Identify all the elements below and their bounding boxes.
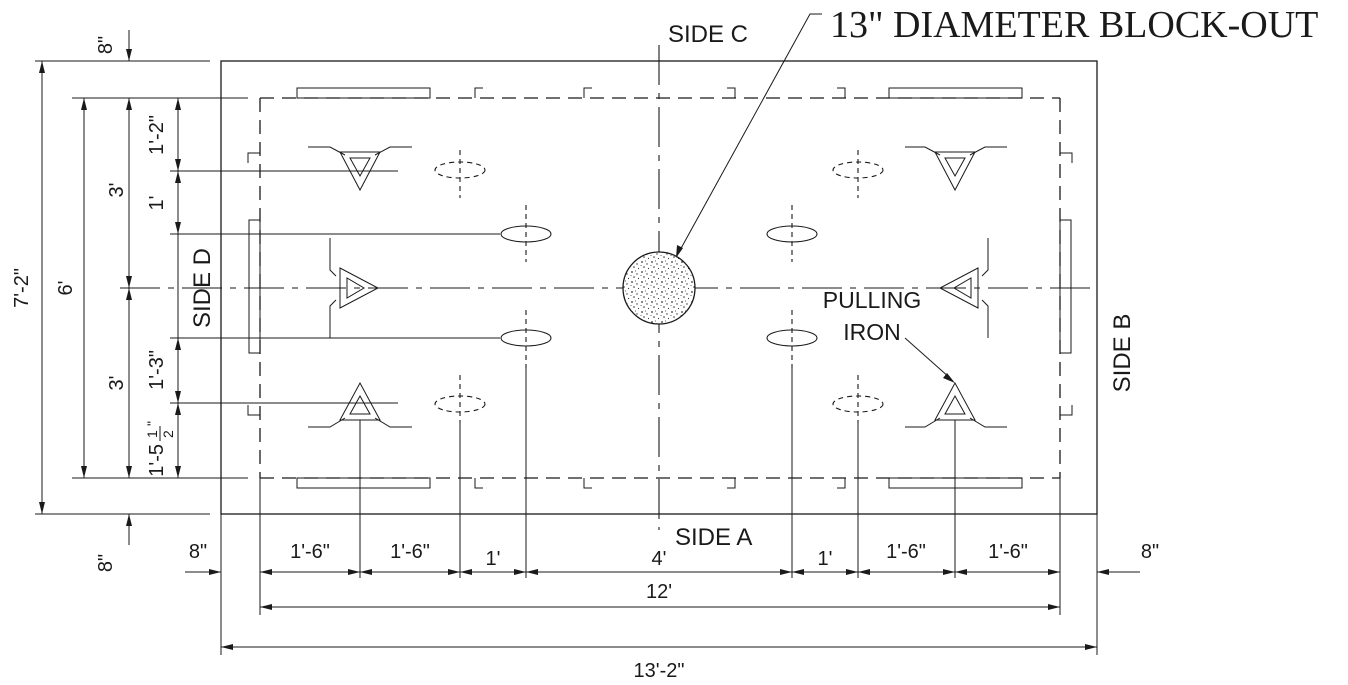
pulling-iron-label-2: IRON [843, 319, 901, 345]
dim-right-8: 8" [1141, 541, 1159, 563]
cable-inserts [434, 150, 884, 423]
dim-7-2: 7'-2" [11, 268, 33, 308]
dim-1-5-num: 1 [144, 430, 160, 438]
dim-1-5-base: 1'-5 [146, 444, 168, 477]
dim-1-b: 1' [818, 548, 833, 570]
dim-1-6-b: 1'-6" [390, 541, 430, 563]
dim-1-5-inch: " [144, 421, 160, 426]
dim-left-8: 8" [189, 541, 207, 563]
extension-lines-vertical [35, 60, 500, 515]
dim-1-6-d: 1'-6" [988, 541, 1028, 563]
dim-1-6-c: 1'-6" [886, 541, 926, 563]
dim-1-a: 1' [486, 548, 501, 570]
pulling-irons [308, 146, 1007, 428]
side-c-label: SIDE C [668, 21, 748, 48]
dim-3-upper: 3' [106, 183, 128, 198]
dim-1-3: 1'-3" [146, 350, 168, 390]
dim-bottom-8: 8" [95, 554, 117, 572]
dim-3-lower: 3' [106, 376, 128, 391]
dim-4: 4' [652, 548, 667, 570]
side-a-label: SIDE A [675, 524, 752, 551]
dim-1-5-den: 2 [160, 430, 176, 438]
side-d-label: SIDE D [189, 248, 216, 328]
dim-1: 1' [146, 196, 168, 211]
dim-1-5-half: 1'-5 1 2 " [144, 421, 176, 477]
side-b-label: SIDE B [1109, 314, 1136, 393]
extension-lines-horizontal [220, 368, 1098, 655]
dimension-lines-horizontal [185, 569, 1140, 650]
dim-6: 6' [55, 281, 77, 296]
blockout-callout: 13" DIAMETER BLOCK-OUT [830, 4, 1318, 46]
block-out-circle [622, 251, 696, 325]
dim-1-6-a: 1'-6" [290, 541, 330, 563]
dim-1-2: 1'-2" [146, 115, 168, 155]
pulling-iron-label-1: PULLING [823, 287, 921, 313]
dim-top-8: 8" [95, 36, 117, 54]
dim-13-2: 13'-2" [634, 660, 685, 682]
dim-12: 12' [646, 581, 672, 603]
leaders [676, 13, 955, 383]
edge-ticks [247, 87, 1073, 489]
dimension-lines-vertical [39, 30, 181, 545]
